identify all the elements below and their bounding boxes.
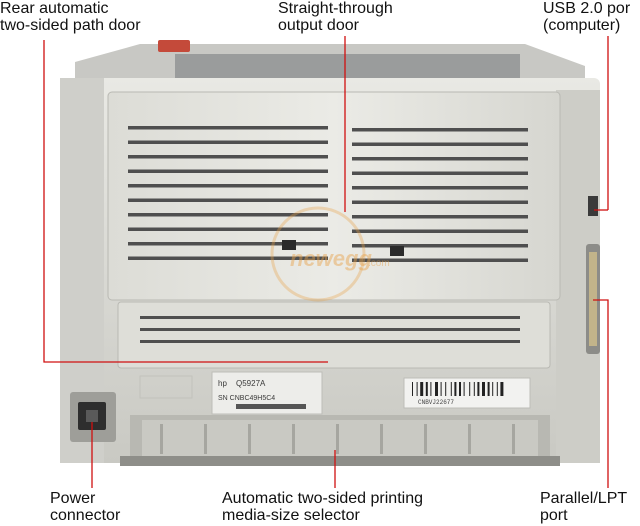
parallel-port-callout: Parallel/LPT port [540, 490, 627, 524]
barcode-bars [412, 382, 504, 396]
vent-slot [128, 140, 328, 144]
barcode-bar [459, 382, 461, 396]
barcode-bar [482, 382, 485, 396]
barcode-bar [416, 382, 418, 396]
vent-slot [128, 256, 328, 260]
barcode-bar [425, 382, 428, 396]
vent-slot [128, 227, 328, 231]
barcode-label [403, 377, 531, 409]
vent-slot [128, 184, 328, 188]
barcode-bar [473, 382, 475, 396]
output-door-vents [128, 126, 528, 262]
barcode-bar [450, 382, 452, 396]
vent-slot [140, 328, 520, 331]
barcode-bar [440, 382, 442, 396]
vent-slot [128, 126, 328, 130]
embossed-mark [139, 375, 193, 399]
barcode-bar [445, 382, 447, 396]
status-light [158, 40, 190, 52]
tray-rib [468, 424, 471, 454]
vent-slot [128, 155, 328, 159]
barcode-bar [500, 382, 504, 396]
printer-base [120, 456, 560, 466]
tray-rib [292, 424, 295, 454]
two-sided-path-door [117, 301, 551, 369]
power-connector-callout: Power connector [50, 490, 120, 524]
media-size-selector [142, 420, 538, 458]
usb-port-callout: USB 2.0 por (computer) [543, 0, 630, 34]
tray-rib [160, 424, 163, 454]
tray-rib [512, 424, 515, 454]
barcode-text: CNBVJ22677 [418, 399, 454, 406]
vent-slot [140, 340, 520, 343]
rear-door-callout-line1: Rear automatic [0, 0, 109, 17]
vent-slot [128, 169, 328, 173]
tray-rib [204, 424, 207, 454]
barcode-bar [469, 382, 471, 396]
vent-slot [352, 171, 528, 175]
output-door-callout-line2: output door [278, 17, 359, 34]
vent-slot [128, 198, 328, 202]
vent-slot [140, 316, 520, 319]
door-latch-left [282, 240, 296, 250]
vent-slot [352, 157, 528, 161]
power-connector-callout-line2: connector [50, 507, 121, 524]
media-selector-callout: Automatic two-sided printing media-size … [222, 490, 423, 524]
vent-slot [352, 244, 528, 248]
power-connector-callout-line1: Power [50, 490, 96, 507]
watermark-text: newegg [290, 246, 372, 271]
barcode-bar [496, 382, 498, 396]
vent-slot [352, 186, 528, 190]
watermark-ring [270, 206, 366, 302]
rear-door-callout-line2: two-sided path door [0, 17, 141, 34]
vent-slot [128, 213, 328, 217]
barcode-bar [435, 382, 438, 396]
usb-port [588, 196, 598, 216]
media-selector-callout-line2: media-size selector [222, 507, 360, 524]
vent-slot [352, 142, 528, 146]
parallel-port-pins [589, 252, 597, 346]
rear-door-callout-line [43, 40, 328, 363]
vent-slot [352, 215, 528, 219]
serial-number: SN CNBC49H5C4 [218, 395, 275, 402]
parallel-port-callout-line [593, 299, 609, 488]
output-door-callout: Straight-through output door [278, 0, 393, 34]
barcode-bar [420, 382, 424, 396]
vent-slot [352, 229, 528, 233]
barcode-bar [463, 382, 465, 396]
media-size-selector-ribs [160, 424, 515, 454]
barcode-bar [412, 382, 413, 396]
model-number: Q5927A [236, 379, 266, 388]
output-door-callout-line1: Straight-through [278, 0, 393, 17]
power-connector-pins [86, 410, 98, 422]
vent-slot [352, 258, 528, 262]
barcode-bar [477, 382, 480, 396]
parallel-port-callout-line2: port [540, 507, 568, 524]
usb-port-callout-line1: USB 2.0 por [543, 0, 631, 17]
two-sided-door-vents [140, 316, 520, 343]
media-selector-callout-line1: Automatic two-sided printing [222, 490, 423, 507]
tray-rib [248, 424, 251, 454]
tray-rib [424, 424, 427, 454]
watermark-suffix: .com [368, 258, 390, 269]
barcode-bar [487, 382, 490, 396]
tray-rib [380, 424, 383, 454]
vent-slot [352, 128, 528, 132]
parallel-port-callout-line1: Parallel/LPT [540, 490, 628, 507]
barcode-bar [430, 382, 432, 396]
usb-port-callout-line2: (computer) [543, 17, 621, 34]
hp-logo: hp [218, 379, 227, 388]
serial-barcode [236, 404, 306, 409]
tray-rib [336, 424, 339, 454]
vent-slot [352, 200, 528, 204]
barcode-bar [492, 382, 494, 396]
door-latch-right [390, 246, 404, 256]
rear-door-callout: Rear automatic two-sided path door [0, 0, 141, 34]
barcode-bar [454, 382, 457, 396]
vent-slot [128, 242, 328, 246]
